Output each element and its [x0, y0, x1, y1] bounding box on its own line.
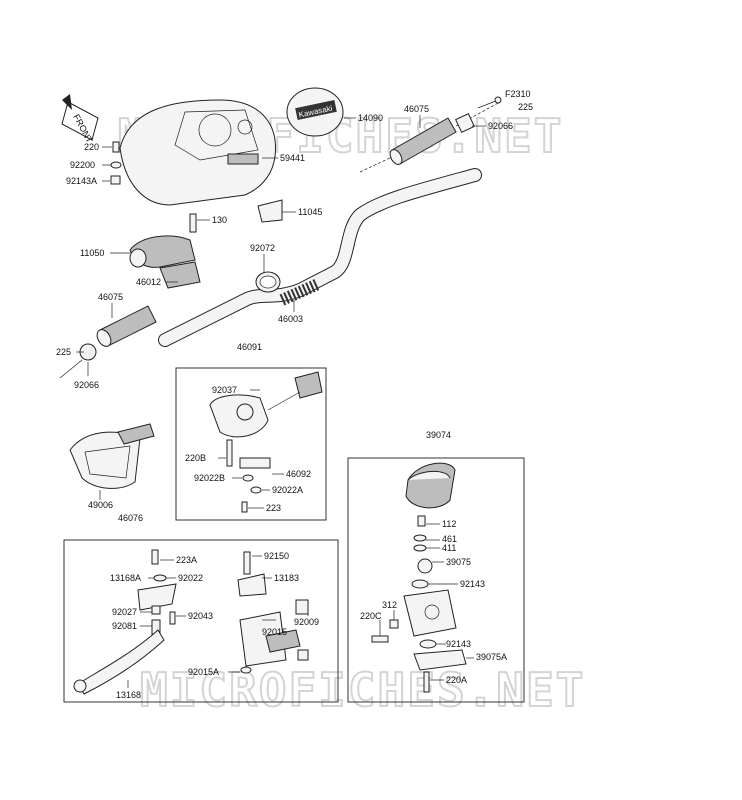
label-411: 411: [442, 543, 456, 553]
label-92066-left: 92066: [74, 380, 99, 390]
label-112: 112: [442, 519, 456, 529]
label-92015a: 92015A: [188, 667, 219, 677]
front-arrow-icon: FRONT: [61, 94, 99, 145]
label-223a: 223A: [176, 555, 197, 565]
label-92150: 92150: [264, 551, 289, 561]
label-92143-b: 92143: [446, 639, 471, 649]
handlebar-holders: [129, 199, 283, 289]
label-59441: 59441: [280, 153, 305, 163]
lever-box-frame: [63, 539, 339, 703]
left-end-weight: [59, 343, 97, 379]
label-39074: 39074: [426, 430, 451, 440]
meter-cover: [119, 99, 277, 206]
clutch-lever-assembly: [73, 549, 309, 695]
emblem: Kawasaki: [286, 87, 344, 137]
label-92022a: 92022A: [272, 485, 303, 495]
label-92143: 92143: [460, 579, 485, 589]
label-220a: 220A: [446, 675, 467, 685]
label-92022: 92022: [178, 573, 203, 583]
leader-lines: [76, 115, 486, 688]
label-46091: 46091: [237, 342, 262, 352]
label-13183: 13183: [274, 573, 299, 583]
label-130: 130: [212, 215, 227, 225]
label-13168: 13168: [116, 690, 141, 700]
label-46003: 46003: [278, 314, 303, 324]
label-220b: 220B: [185, 453, 206, 463]
label-f2310: F2310: [505, 89, 531, 99]
label-39075: 39075: [446, 557, 471, 567]
brake-box-frame: [347, 457, 525, 703]
handlebar-switch: [209, 371, 323, 513]
label-92009: 92009: [294, 617, 319, 627]
label-11045: 11045: [298, 207, 322, 217]
label-46092: 46092: [286, 469, 311, 479]
label-46075-top: 46075: [404, 104, 429, 114]
label-92043: 92043: [188, 611, 213, 621]
right-end-weight: [455, 96, 502, 133]
label-225-top: 225: [518, 102, 533, 112]
label-225-left: 225: [56, 347, 71, 357]
label-92015: 92015: [262, 627, 287, 637]
label-46075-left: 46075: [98, 292, 123, 302]
label-220: 220: [84, 142, 99, 152]
label-92081: 92081: [112, 621, 137, 631]
label-312: 312: [382, 600, 397, 610]
label-46076: 46076: [118, 513, 143, 523]
hand-guard: [69, 423, 155, 489]
label-11050: 11050: [80, 248, 104, 258]
switch-box-frame: [175, 367, 327, 521]
left-grip: [96, 305, 157, 347]
watermark-bottom: MICROFICHES.NET: [140, 663, 585, 717]
small-fasteners-top: [110, 141, 122, 185]
label-14090: 14090: [358, 113, 383, 123]
label-220c: 220C: [360, 611, 382, 621]
label-92037: 92037: [212, 385, 237, 395]
handlebar: [158, 168, 482, 347]
right-grip: [359, 101, 501, 173]
label-92027: 92027: [112, 607, 137, 617]
label-46012: 46012: [136, 277, 161, 287]
label-92022b: 92022B: [194, 473, 225, 483]
label-49006: 49006: [88, 500, 113, 510]
label-13168a: 13168A: [110, 573, 141, 583]
label-39075a: 39075A: [476, 652, 507, 662]
brake-master-cylinder: [371, 462, 467, 693]
label-461: 461: [442, 534, 457, 544]
label-92072: 92072: [250, 243, 275, 253]
label-92143a: 92143A: [66, 176, 97, 186]
label-92200: 92200: [70, 160, 95, 170]
label-92066-top: 92066: [488, 121, 513, 131]
label-223: 223: [266, 503, 281, 513]
clamp-band: [255, 271, 281, 293]
